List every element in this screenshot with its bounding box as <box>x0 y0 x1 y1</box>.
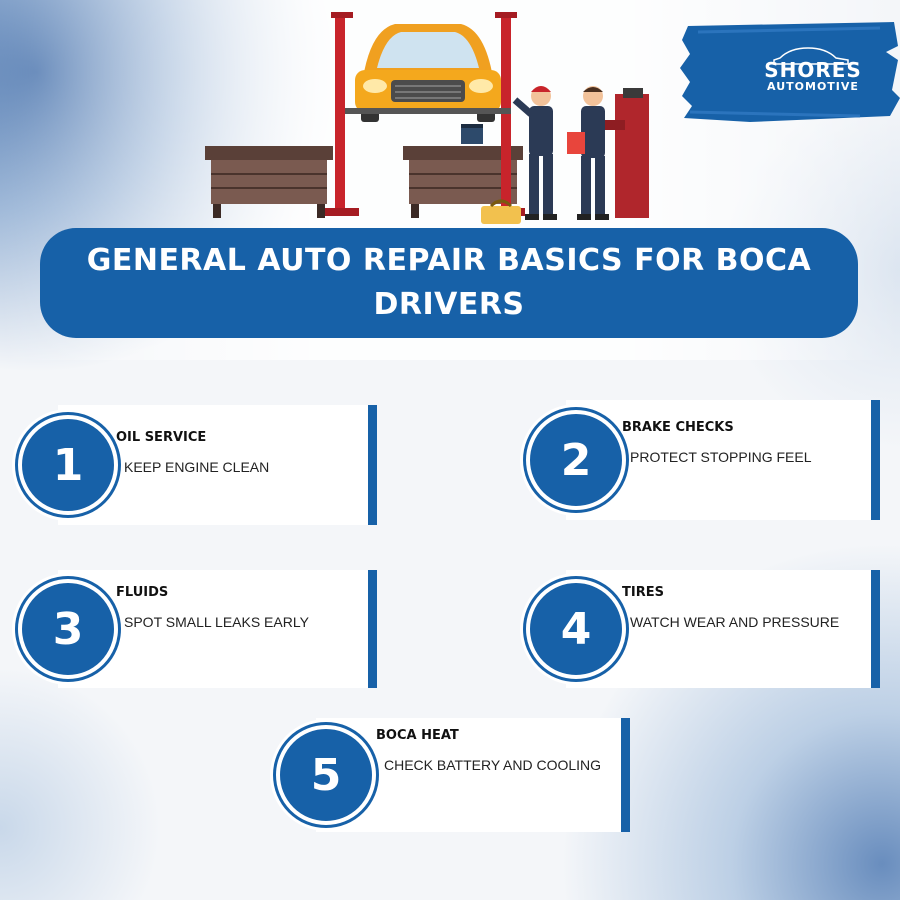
mechanic-with-clipboard-icon <box>567 86 609 220</box>
mechanic-icon <box>512 86 557 220</box>
step-number-badge: 3 <box>12 573 124 685</box>
step-item: 2 BRAKE CHECKS PROTECT STOPPING FEEL <box>520 400 880 520</box>
step-description: KEEP ENGINE CLEAN <box>124 459 270 475</box>
step-number: 4 <box>526 579 626 679</box>
brand-subtitle: AUTOMOTIVE <box>767 80 859 93</box>
step-item: 3 FLUIDS SPOT SMALL LEAKS EARLY <box>12 570 377 688</box>
workbench-right-icon <box>403 146 523 218</box>
step-item: 1 OIL SERVICE KEEP ENGINE CLEAN <box>12 405 377 525</box>
title-banner: GENERAL AUTO REPAIR BASICS FOR BOCA DRIV… <box>40 228 858 338</box>
step-number: 1 <box>18 415 118 515</box>
step-description: WATCH WEAR AND PRESSURE <box>630 614 840 630</box>
step-number: 2 <box>526 410 626 510</box>
brand-name: SHORES <box>764 58 862 82</box>
page-title: GENERAL AUTO REPAIR BASICS FOR BOCA DRIV… <box>86 243 812 322</box>
step-title: OIL SERVICE <box>116 430 207 445</box>
step-number-badge: 1 <box>12 409 124 521</box>
step-title: BOCA HEAT <box>376 728 459 743</box>
step-number-badge: 5 <box>270 719 382 831</box>
logo-brush-stroke <box>680 22 900 122</box>
step-number: 3 <box>18 579 118 679</box>
brand-logo: SHORES AUTOMOTIVE <box>748 60 878 94</box>
car-icon <box>345 24 511 122</box>
step-title: TIRES <box>622 585 664 600</box>
toolbox-icon <box>481 199 521 224</box>
step-number-badge: 2 <box>520 404 632 516</box>
step-item: 5 BOCA HEAT CHECK BATTERY AND COOLING <box>270 718 630 832</box>
tire-machine-icon <box>605 88 649 218</box>
car-lift-illustration <box>205 12 649 224</box>
car-silhouette-icon <box>773 47 849 65</box>
workbench-left-icon <box>205 146 333 218</box>
battery-icon <box>461 124 483 144</box>
step-description: SPOT SMALL LEAKS EARLY <box>124 614 309 630</box>
step-number: 5 <box>276 725 376 825</box>
step-description: PROTECT STOPPING FEEL <box>630 449 812 465</box>
step-title: FLUIDS <box>116 585 169 600</box>
step-description: CHECK BATTERY AND COOLING <box>384 757 602 773</box>
step-title: BRAKE CHECKS <box>622 420 734 435</box>
step-item: 4 TIRES WATCH WEAR AND PRESSURE <box>520 570 880 688</box>
step-number-badge: 4 <box>520 573 632 685</box>
